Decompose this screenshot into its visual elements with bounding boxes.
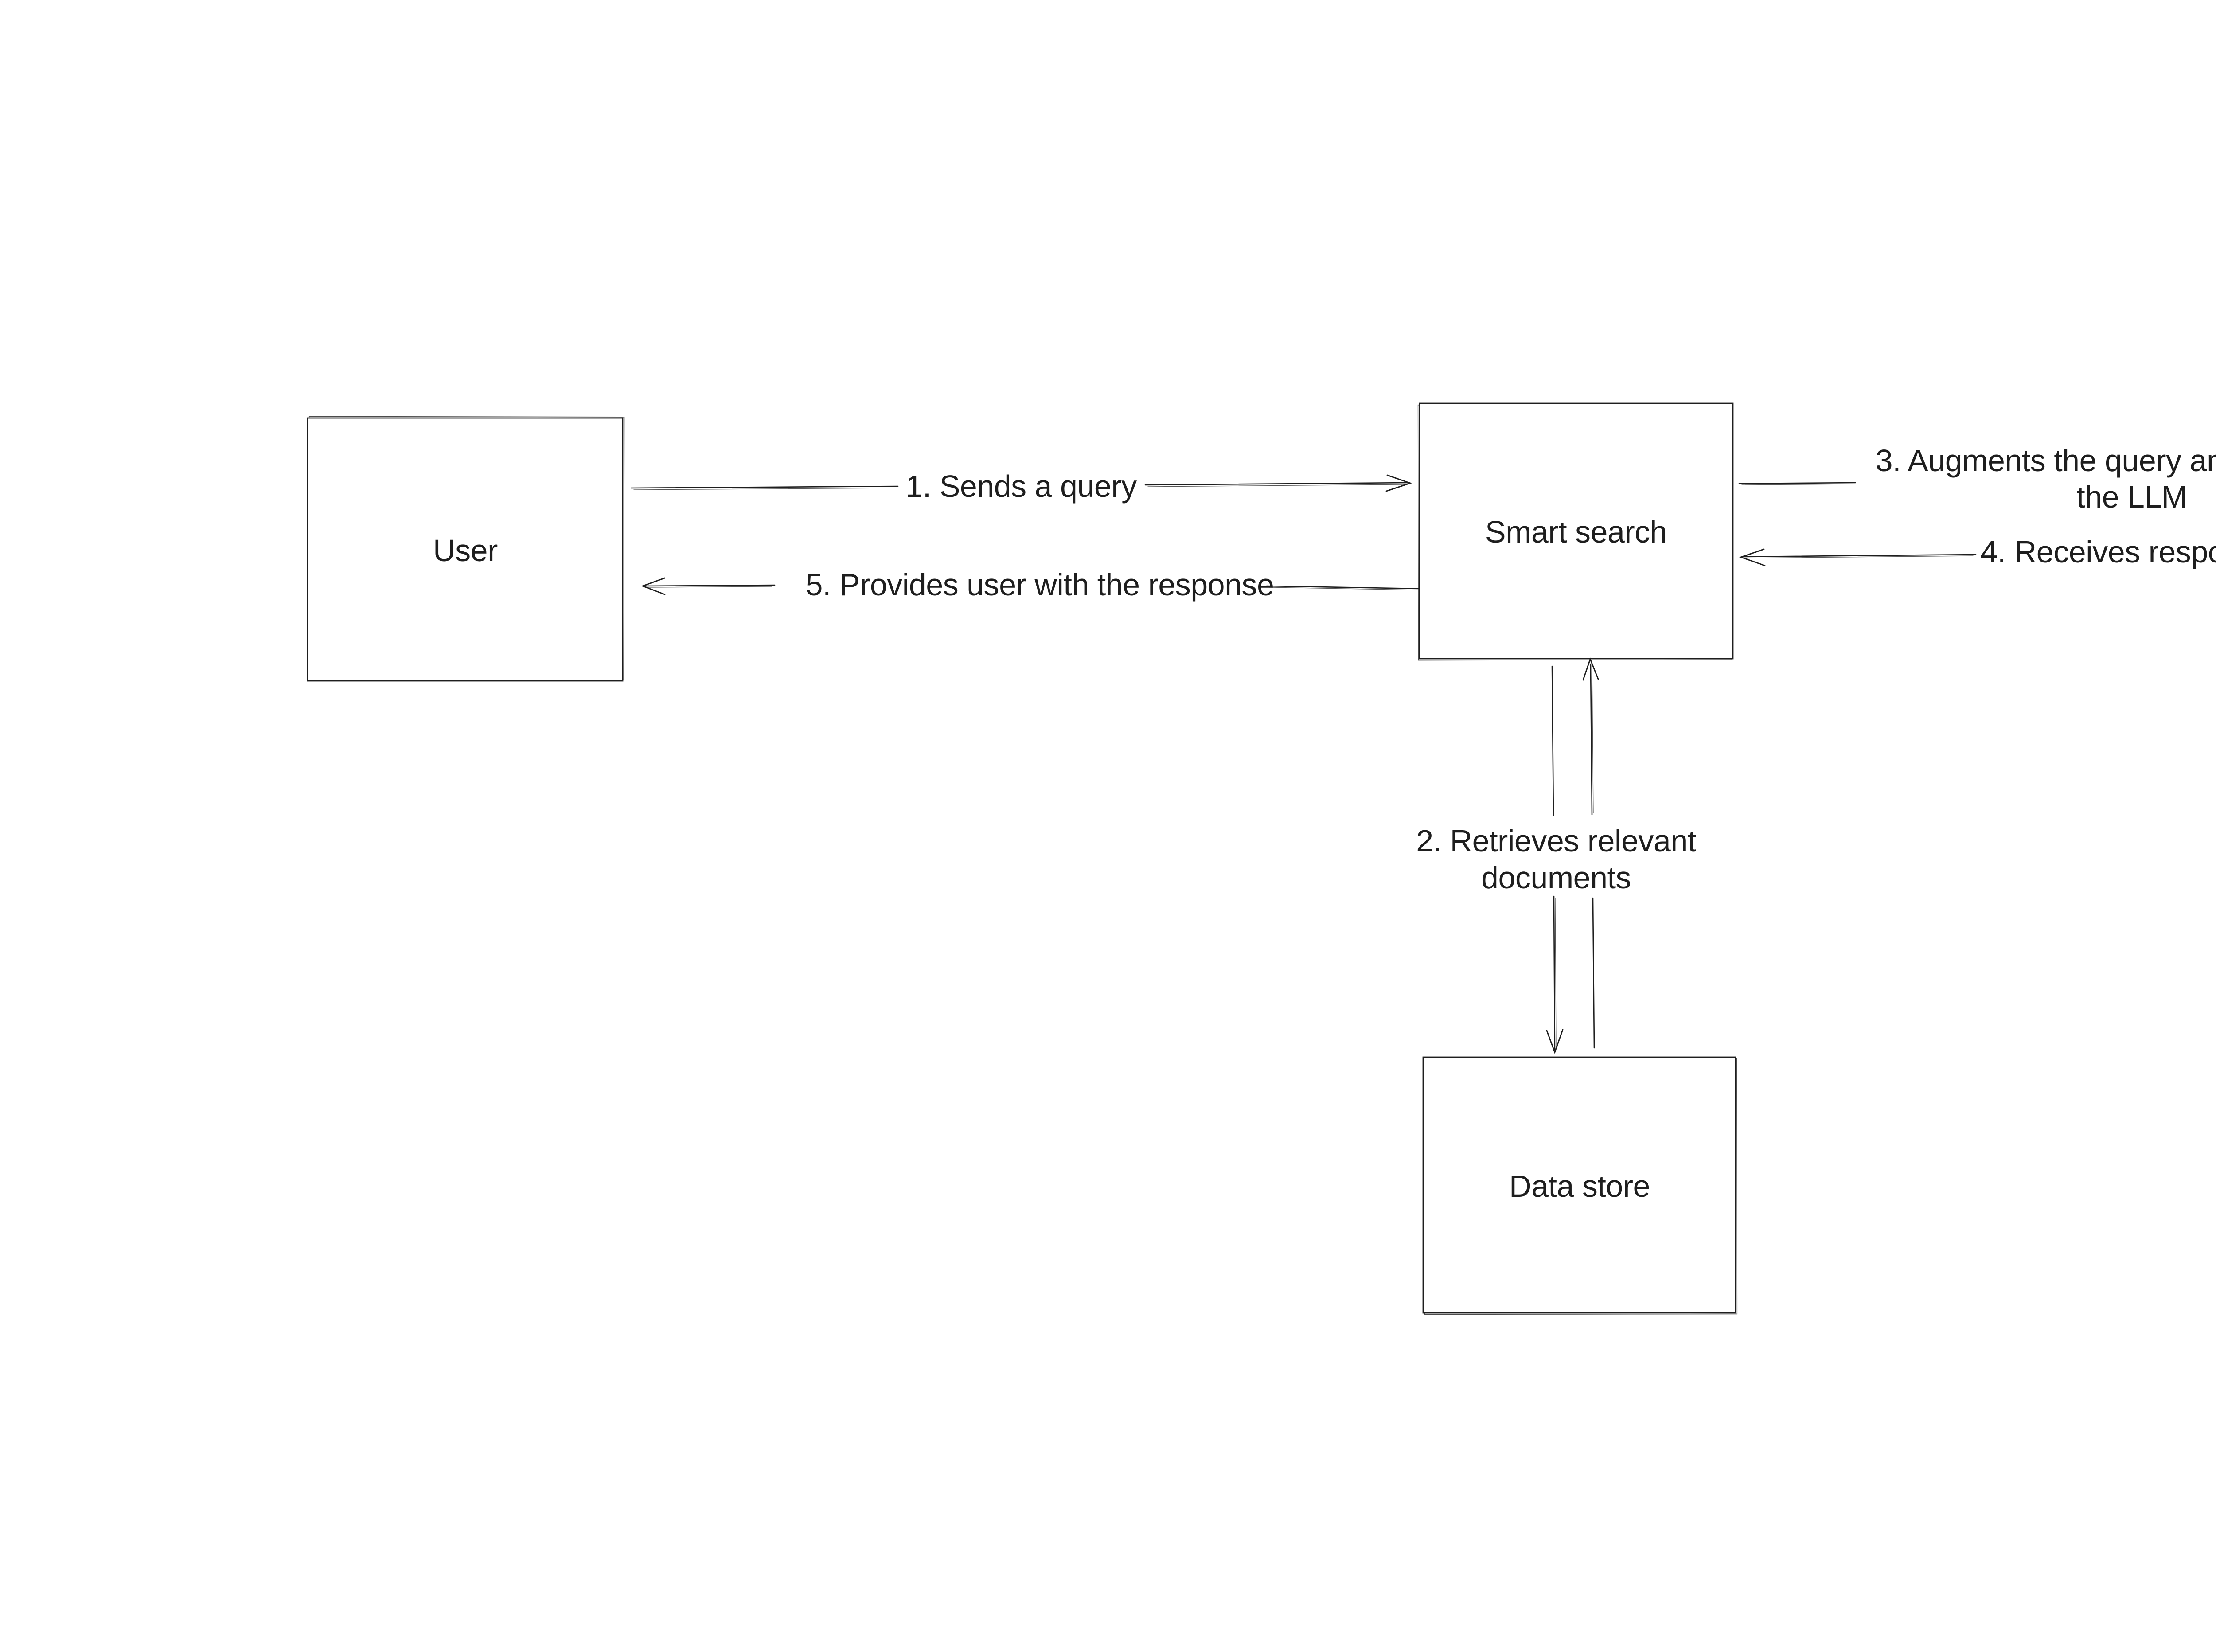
- edge-step1-line-left: [630, 485, 899, 489]
- node-data-store: Data store: [1422, 1056, 1738, 1315]
- edge-step2: 2. Retrieves relevant documents: [1416, 657, 1696, 1054]
- edge-step2-up-arrowhead: [1582, 657, 1599, 681]
- edge-step5-label: 5. Provides user with the response: [806, 567, 1274, 602]
- edge-step2-label-line2: documents: [1481, 860, 1631, 895]
- edge-step2-up-line-top-sketch: [1592, 665, 1594, 813]
- edge-step5: 5. Provides user with the response: [640, 567, 1420, 602]
- edge-step4-line-left: [1744, 554, 1977, 558]
- edge-step2-down-line-top: [1551, 665, 1554, 816]
- edge-step2-down-line-bottom-sketch: [1555, 898, 1557, 1047]
- edge-step4-label: 4. Receives response: [1980, 535, 2216, 569]
- edge-step3-line-left-sketch: [1741, 484, 1853, 485]
- edge-step3-label-line1: 3. Augments the query and sends it to: [1876, 443, 2216, 478]
- edge-step5-line-right: [1266, 585, 1420, 590]
- edge-step1-line-left-sketch: [633, 488, 896, 490]
- edge-step1-line-right-sketch: [1147, 484, 1405, 487]
- edge-step5-line-left-sketch: [648, 586, 772, 588]
- edge-step4: 4. Receives response: [1739, 535, 2216, 569]
- edge-step2-up-line-bottom: [1592, 897, 1595, 1049]
- edge-step1: 1. Sends a query: [630, 469, 1412, 504]
- edge-step3-line-left: [1738, 482, 1856, 484]
- edge-step5-arrowhead: [640, 577, 666, 595]
- node-data-store-box: [1422, 1056, 1736, 1314]
- edge-step1-line-right: [1144, 482, 1408, 486]
- edge-step5-line-left: [644, 584, 776, 587]
- edge-step3-label-line2: the LLM: [2076, 480, 2187, 514]
- edge-step1-arrowhead: [1385, 474, 1412, 492]
- node-user-label: User: [433, 533, 498, 568]
- edge-step2-label-line1: 2. Retrieves relevant: [1416, 824, 1696, 858]
- node-user-box: [307, 417, 624, 682]
- edge-step3: 3. Augments the query and sends it to th…: [1738, 443, 2216, 514]
- edge-step1-label: 1. Sends a query: [905, 469, 1137, 504]
- node-smart-search-box: [1419, 402, 1734, 660]
- edge-step4-line-left-sketch: [1747, 555, 1974, 558]
- node-user: User: [307, 416, 625, 682]
- edge-step2-up-line-top: [1590, 663, 1593, 816]
- edge-step4-arrowhead: [1739, 548, 1766, 566]
- node-smart-search-label: Smart search: [1485, 515, 1667, 549]
- edge-step5-line-right-sketch: [1269, 587, 1417, 590]
- node-data-store-label: Data store: [1509, 1169, 1650, 1203]
- edge-step2-down-arrowhead: [1546, 1029, 1564, 1054]
- edge-step2-down-line-bottom: [1553, 895, 1556, 1051]
- node-smart-search: Smart search: [1417, 402, 1734, 661]
